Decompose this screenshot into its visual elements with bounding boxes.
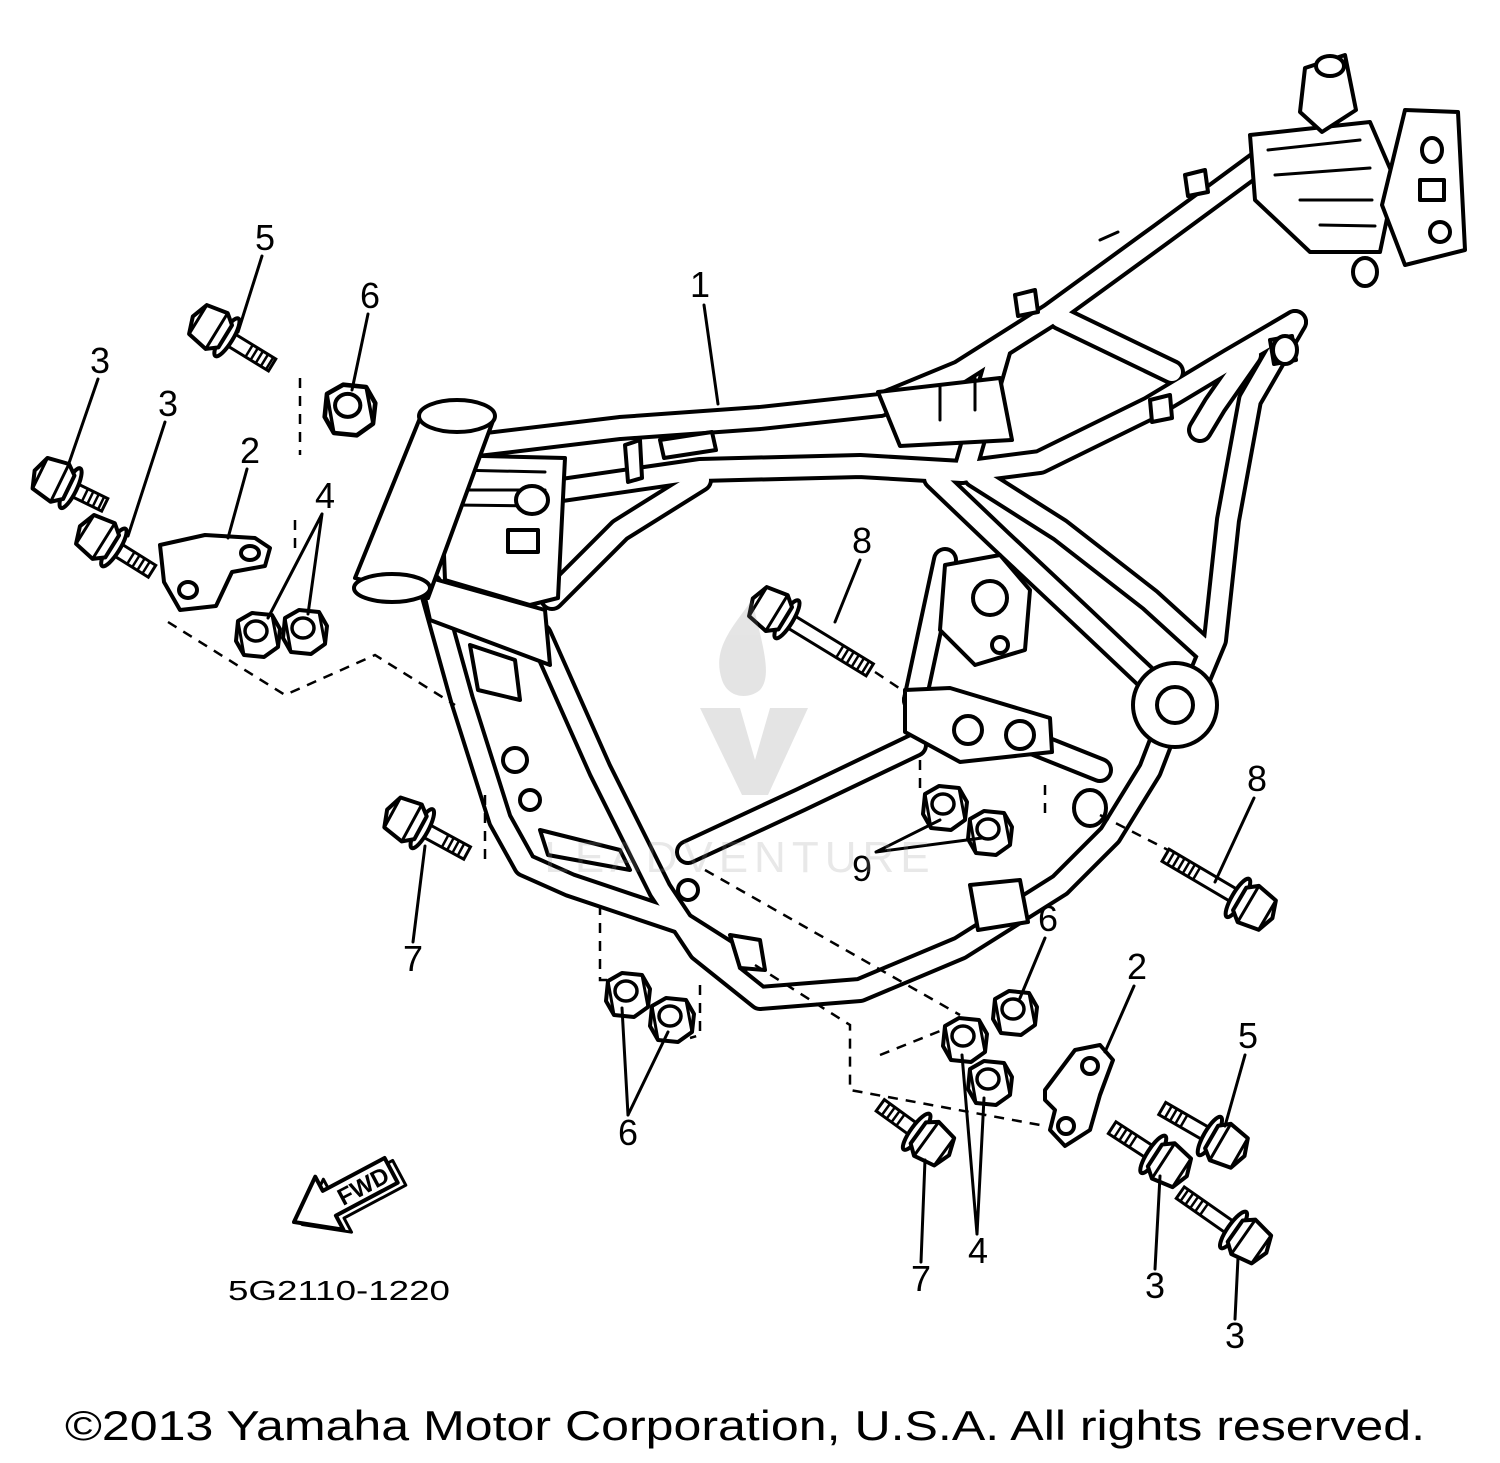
svg-text:3: 3 — [90, 340, 110, 381]
svg-text:8: 8 — [1247, 758, 1267, 799]
top-cross-member — [876, 376, 1014, 448]
svg-text:5: 5 — [1238, 1015, 1258, 1056]
callout-bolt-8-right: 8 — [1213, 758, 1267, 884]
watermark-v-icon — [700, 708, 808, 795]
svg-text:8: 8 — [852, 520, 872, 561]
assembly-lines — [167, 378, 1169, 1127]
callout-bracket-2-left: 2 — [226, 430, 260, 540]
svg-text:3: 3 — [1225, 1315, 1245, 1356]
nut-4-right-a — [941, 1016, 989, 1064]
svg-text:2: 2 — [240, 430, 260, 471]
bracket-2-left — [158, 533, 272, 612]
svg-text:7: 7 — [403, 938, 423, 979]
bracket-2-right — [1043, 1043, 1115, 1148]
callout-bolt-7-left: 7 — [403, 844, 427, 979]
callout-nuts-9: 9 — [852, 818, 984, 889]
callout-bolt-3-right-b: 3 — [1225, 1256, 1245, 1356]
bolt-7-left — [374, 788, 473, 862]
callout-nuts-4-left: 4 — [266, 475, 335, 620]
callout-nuts-4-right: 4 — [960, 1053, 988, 1271]
svg-text:7: 7 — [911, 1258, 931, 1299]
callout-bolt-3-left-a: 3 — [66, 340, 110, 468]
callout-bracket-2-right: 2 — [1103, 946, 1147, 1054]
lower-gusset — [418, 573, 552, 667]
nut-9-b — [966, 809, 1014, 857]
copyright-notice: ©2013 Yamaha Motor Corporation, U.S.A. A… — [65, 1402, 1425, 1449]
callout-bolt-5-right: 5 — [1223, 1015, 1258, 1128]
bolt-8-right — [1159, 847, 1286, 940]
callout-frame: 1 — [690, 264, 720, 406]
callout-nut-6-right: 6 — [1018, 898, 1058, 1000]
frame — [352, 53, 1467, 998]
svg-text:9: 9 — [852, 848, 872, 889]
bolt-5-left — [179, 295, 278, 374]
watermark-flame-icon — [719, 600, 766, 696]
svg-text:1: 1 — [690, 264, 710, 305]
svg-text:4: 4 — [315, 475, 335, 516]
bolt-7-right — [874, 1097, 962, 1174]
svg-text:4: 4 — [968, 1230, 988, 1271]
nut-9-a — [921, 784, 969, 832]
callout-nuts-6-bottom: 6 — [618, 1006, 670, 1153]
nut-6-bottom-a — [604, 971, 652, 1019]
watermark: LEADVENTURE — [544, 600, 935, 882]
svg-text:5: 5 — [255, 217, 275, 258]
svg-text:3: 3 — [1145, 1265, 1165, 1306]
callout-bolt-7-right: 7 — [911, 1158, 931, 1299]
callout-bolt-8-center: 8 — [833, 520, 872, 624]
callout-nut-6-left: 6 — [350, 275, 380, 392]
bolt-3-right-a — [1106, 1119, 1201, 1197]
bolt-8-center — [739, 577, 876, 678]
svg-text:6: 6 — [360, 275, 380, 316]
lower-mount-bracket — [968, 878, 1030, 932]
watermark-text: LEADVENTURE — [544, 833, 935, 882]
bolt-3-left-a — [25, 451, 110, 514]
bolt-5-right — [1156, 1100, 1258, 1178]
callout-bolt-5-left: 5 — [236, 217, 275, 334]
head-mount-boss — [514, 484, 550, 516]
rear-top-bracket — [1248, 120, 1397, 254]
svg-text:6: 6 — [1038, 898, 1058, 939]
nut-4-left-b — [281, 608, 329, 656]
nut-4-right-b — [966, 1059, 1014, 1107]
nut-4-left-a — [234, 611, 282, 659]
svg-text:2: 2 — [1127, 946, 1147, 987]
callout-bolt-3-left-b: 3 — [126, 383, 178, 538]
bolt-3-right-b — [1174, 1184, 1281, 1273]
callout-bolt-3-right-a: 3 — [1145, 1174, 1165, 1306]
fwd-arrow-icon: FWD — [292, 1155, 408, 1234]
svg-text:6: 6 — [618, 1112, 638, 1153]
nut-6-left — [325, 385, 376, 436]
drawing-number: 5G2110-1220 — [228, 1275, 450, 1306]
bolt-3-left-b — [66, 505, 158, 580]
nut-6-bottom-b — [648, 996, 696, 1044]
svg-text:3: 3 — [158, 383, 178, 424]
callouts: 1 5 6 3 3 2 4 8 — [66, 217, 1267, 1356]
nut-6-right — [991, 989, 1039, 1037]
parts — [25, 295, 1286, 1273]
